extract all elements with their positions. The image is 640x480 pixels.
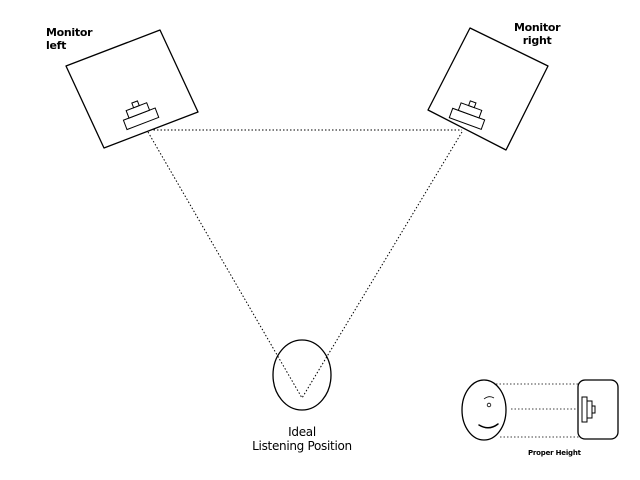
monitor-speaker-icon	[122, 100, 160, 131]
monitor-speaker-icon	[448, 100, 486, 130]
monitor-right-label-line1: Monitor	[514, 21, 561, 34]
inset-dotted-guides	[496, 383, 580, 438]
face-eye	[486, 402, 492, 408]
monitor-right	[427, 27, 549, 151]
listening-position-label-line1: Ideal	[288, 425, 316, 439]
face-mouth	[478, 423, 499, 429]
side-view-face-icon	[461, 379, 507, 441]
inset-monitor-cabinet	[577, 379, 619, 440]
monitor-right-label-line2: right	[522, 34, 552, 48]
listener-head-icon	[272, 339, 332, 411]
monitor-left-label-line1: Monitor	[46, 26, 93, 39]
monitor-speaker-icon	[581, 396, 596, 423]
monitor-left-label: Monitor left	[46, 26, 93, 53]
monitor-left-label-line2: left	[46, 39, 67, 53]
listening-position-label-line2: Listening Position	[252, 439, 352, 454]
monitor-left-cabinet	[65, 29, 199, 149]
face-brow	[483, 396, 495, 400]
triangle-left-edge	[147, 131, 303, 399]
monitor-right-label: Monitor right	[514, 21, 561, 48]
monitor-left	[65, 29, 199, 149]
listening-triangle	[147, 129, 463, 399]
triangle-right-edge	[301, 131, 463, 399]
proper-height-label: Proper Height	[528, 449, 581, 457]
proper-height-inset	[461, 379, 619, 441]
listening-position-label: Ideal Listening Position	[252, 425, 352, 454]
